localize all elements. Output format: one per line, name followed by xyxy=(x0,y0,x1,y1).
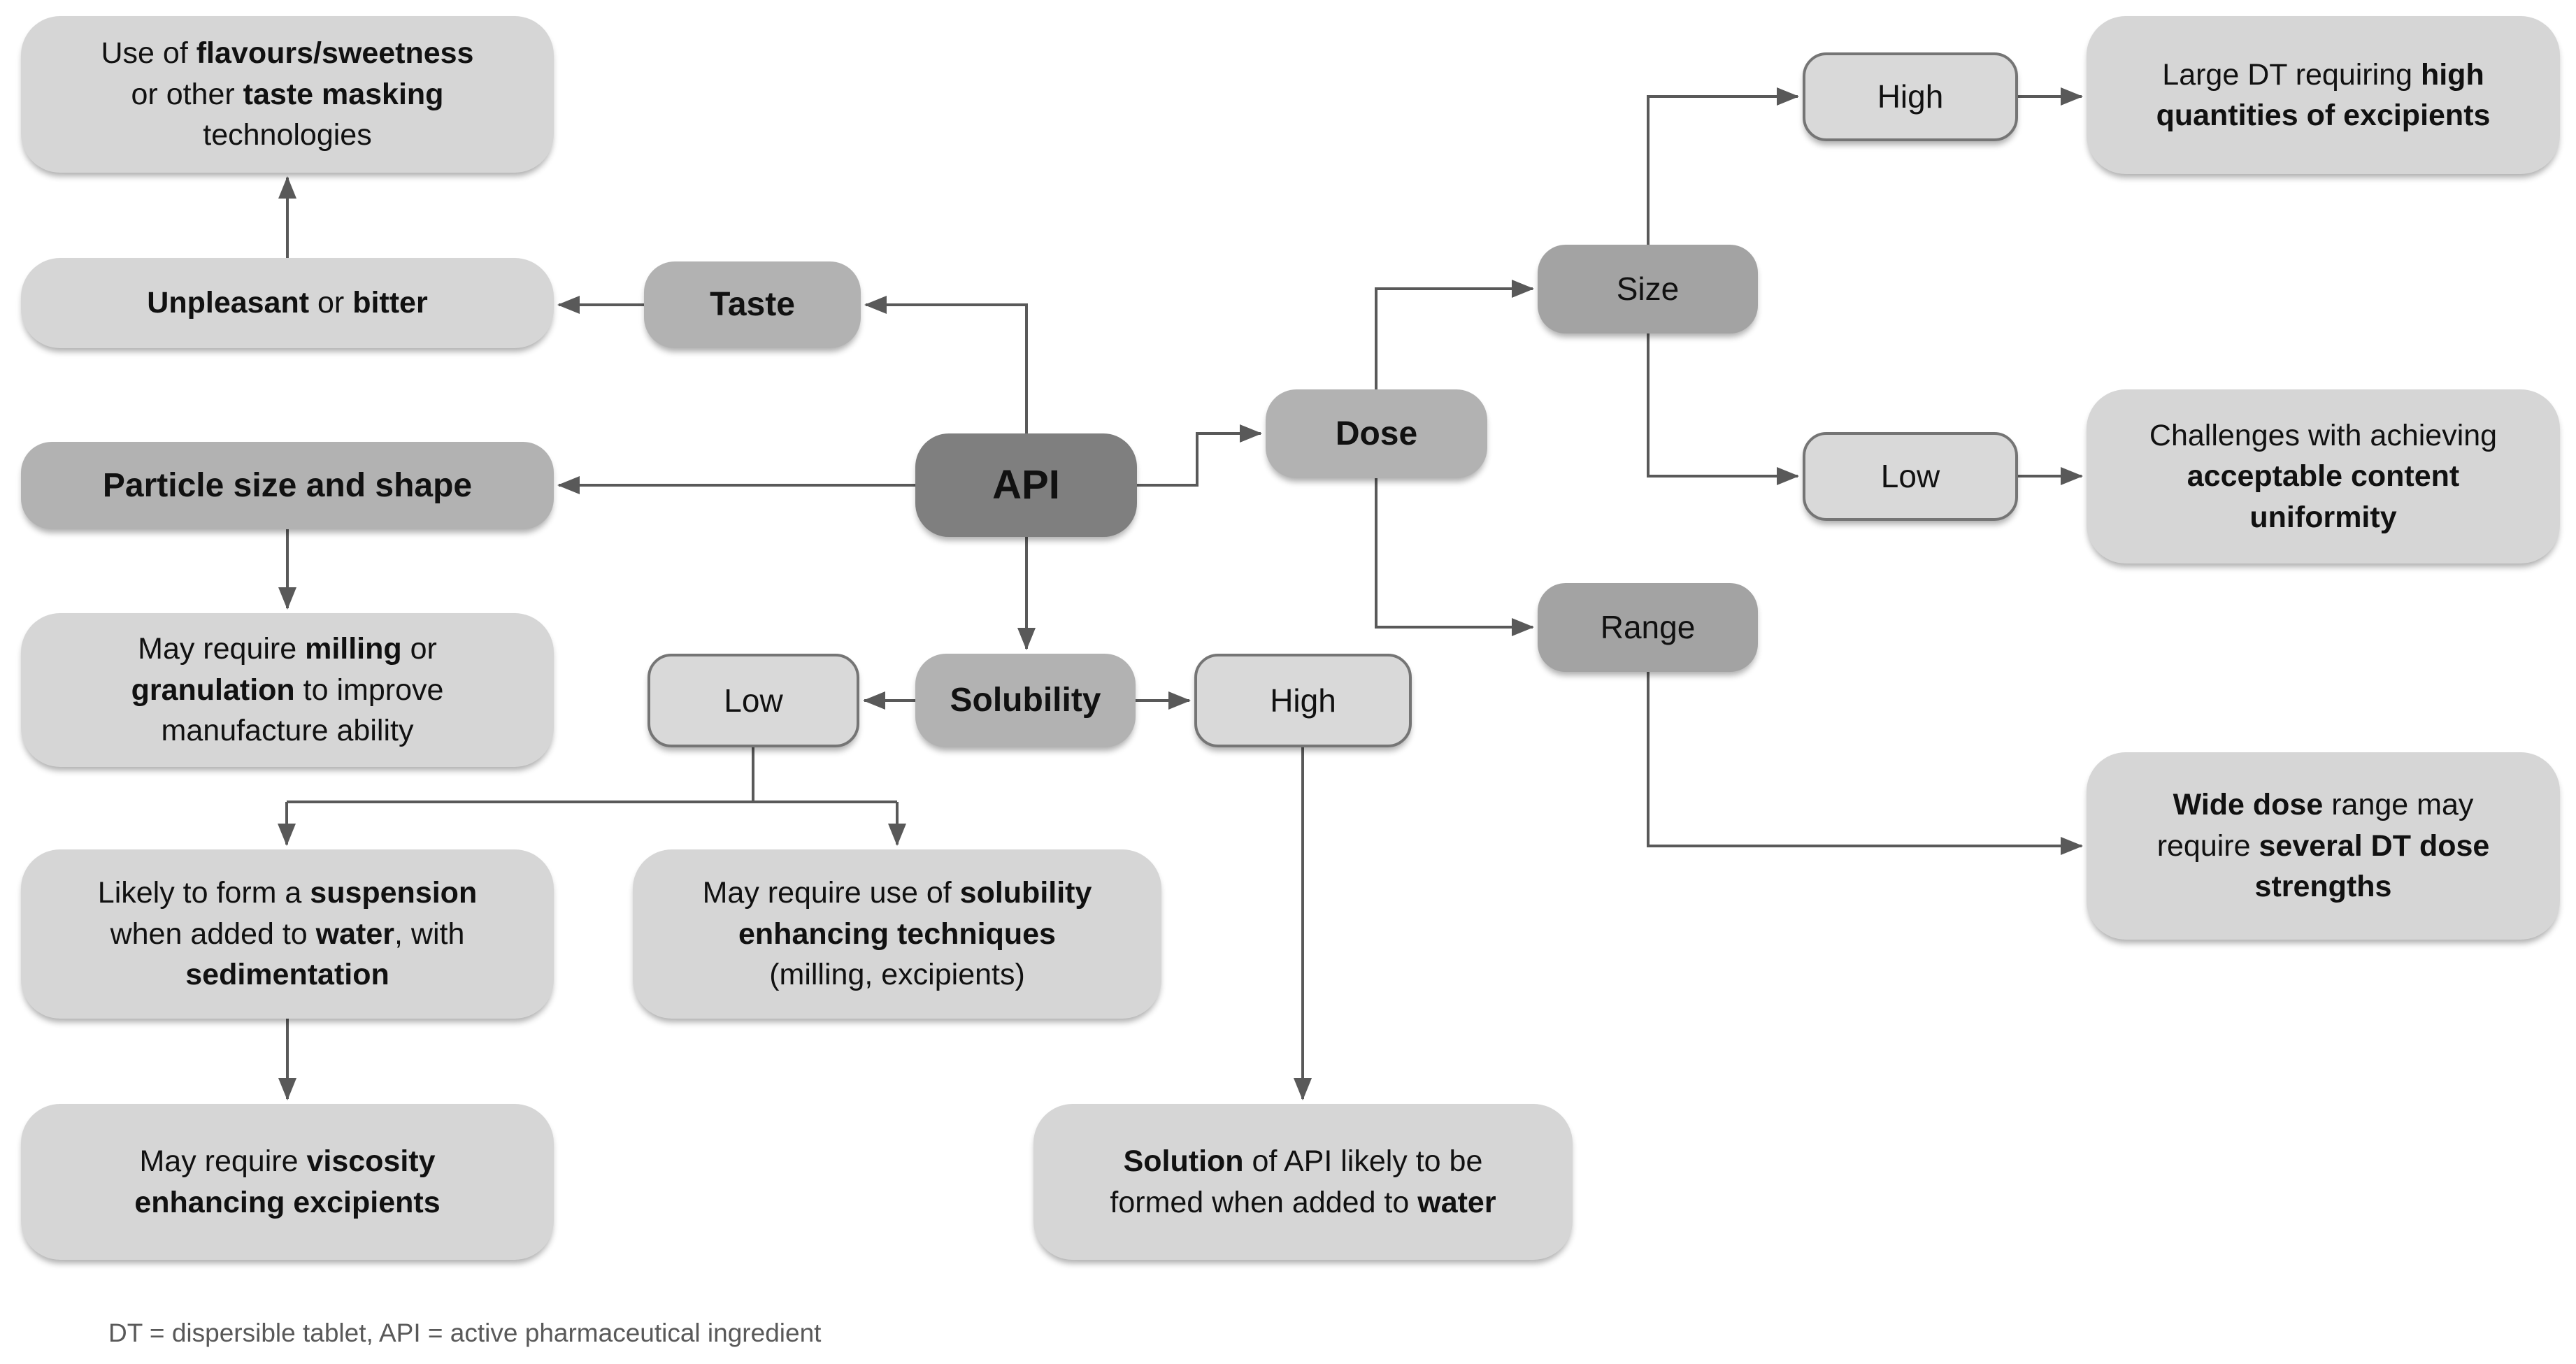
node-large-dt-label: Large DT requiring high quantities of ex… xyxy=(2156,57,2491,132)
node-api: API xyxy=(915,433,1137,537)
node-api-label: API xyxy=(992,461,1060,508)
node-dose-label: Dose xyxy=(1335,415,1418,452)
edge-size-to-low-dose xyxy=(1647,333,1799,485)
node-high-solubility: High xyxy=(1194,654,1412,747)
node-low-solubility: Low xyxy=(647,654,859,747)
node-unpleasant: Unpleasant or bitter xyxy=(21,258,554,348)
node-high-solubility-label: High xyxy=(1270,682,1336,719)
node-taste: Taste xyxy=(644,261,861,348)
node-solution-label: Solution of API likely to be formed when… xyxy=(1110,1144,1496,1219)
footnote: DT = dispersible tablet, API = active ph… xyxy=(108,1319,822,1347)
edge-dose-to-size xyxy=(1375,280,1534,389)
node-low-dose: Low xyxy=(1803,432,2018,521)
node-solubility-label: Solubility xyxy=(950,682,1101,719)
node-solution: Solution of API likely to be formed when… xyxy=(1033,1104,1573,1260)
node-suspension: Likely to form a suspension when added t… xyxy=(21,849,554,1019)
node-solubility: Solubility xyxy=(915,654,1136,747)
node-challenges-label: Challenges with achieving acceptable con… xyxy=(2149,418,2498,534)
edge-size-to-high-dose xyxy=(1647,87,1799,245)
node-challenges: Challenges with achieving acceptable con… xyxy=(2087,389,2560,563)
node-use-flavours-label: Use of flavours/sweetness or other taste… xyxy=(101,36,474,152)
node-range-label: Range xyxy=(1600,609,1696,646)
node-large-dt: Large DT requiring high quantities of ex… xyxy=(2087,16,2560,174)
edge-api-to-dose xyxy=(1137,424,1262,487)
node-unpleasant-label: Unpleasant or bitter xyxy=(147,286,428,320)
node-size: Size xyxy=(1538,245,1758,333)
node-low-solubility-label: Low xyxy=(724,682,783,719)
node-high-dose: High xyxy=(1803,52,2018,141)
node-particle-size: Particle size and shape xyxy=(21,442,554,529)
node-dose: Dose xyxy=(1266,389,1487,478)
edge-range-to-wide-dose xyxy=(1647,672,2083,855)
edge-api-to-taste xyxy=(864,296,1028,433)
node-high-dose-label: High xyxy=(1877,78,1944,115)
node-milling-label: May require milling or granulation to im… xyxy=(131,632,444,748)
node-viscosity: May require viscosity enhancing excipien… xyxy=(21,1104,554,1260)
node-milling: May require milling or granulation to im… xyxy=(21,613,554,767)
node-wide-dose-label: Wide dose range may require several DT d… xyxy=(2156,788,2490,904)
node-wide-dose: Wide dose range may require several DT d… xyxy=(2087,752,2560,940)
node-particle-size-label: Particle size and shape xyxy=(102,466,473,504)
node-size-label: Size xyxy=(1616,271,1680,308)
edge-dose-to-range xyxy=(1375,478,1534,636)
node-low-dose-label: Low xyxy=(1880,458,1940,495)
node-taste-label: Taste xyxy=(710,286,795,324)
node-solubility-enhancing: May require use of solubility enhancing … xyxy=(633,849,1161,1019)
node-viscosity-label: May require viscosity enhancing excipien… xyxy=(134,1144,441,1219)
node-range: Range xyxy=(1538,583,1758,672)
node-solubility-enhancing-label: May require use of solubility enhancing … xyxy=(702,876,1092,992)
node-suspension-label: Likely to form a suspension when added t… xyxy=(97,876,478,992)
node-use-flavours: Use of flavours/sweetness or other taste… xyxy=(21,16,554,173)
